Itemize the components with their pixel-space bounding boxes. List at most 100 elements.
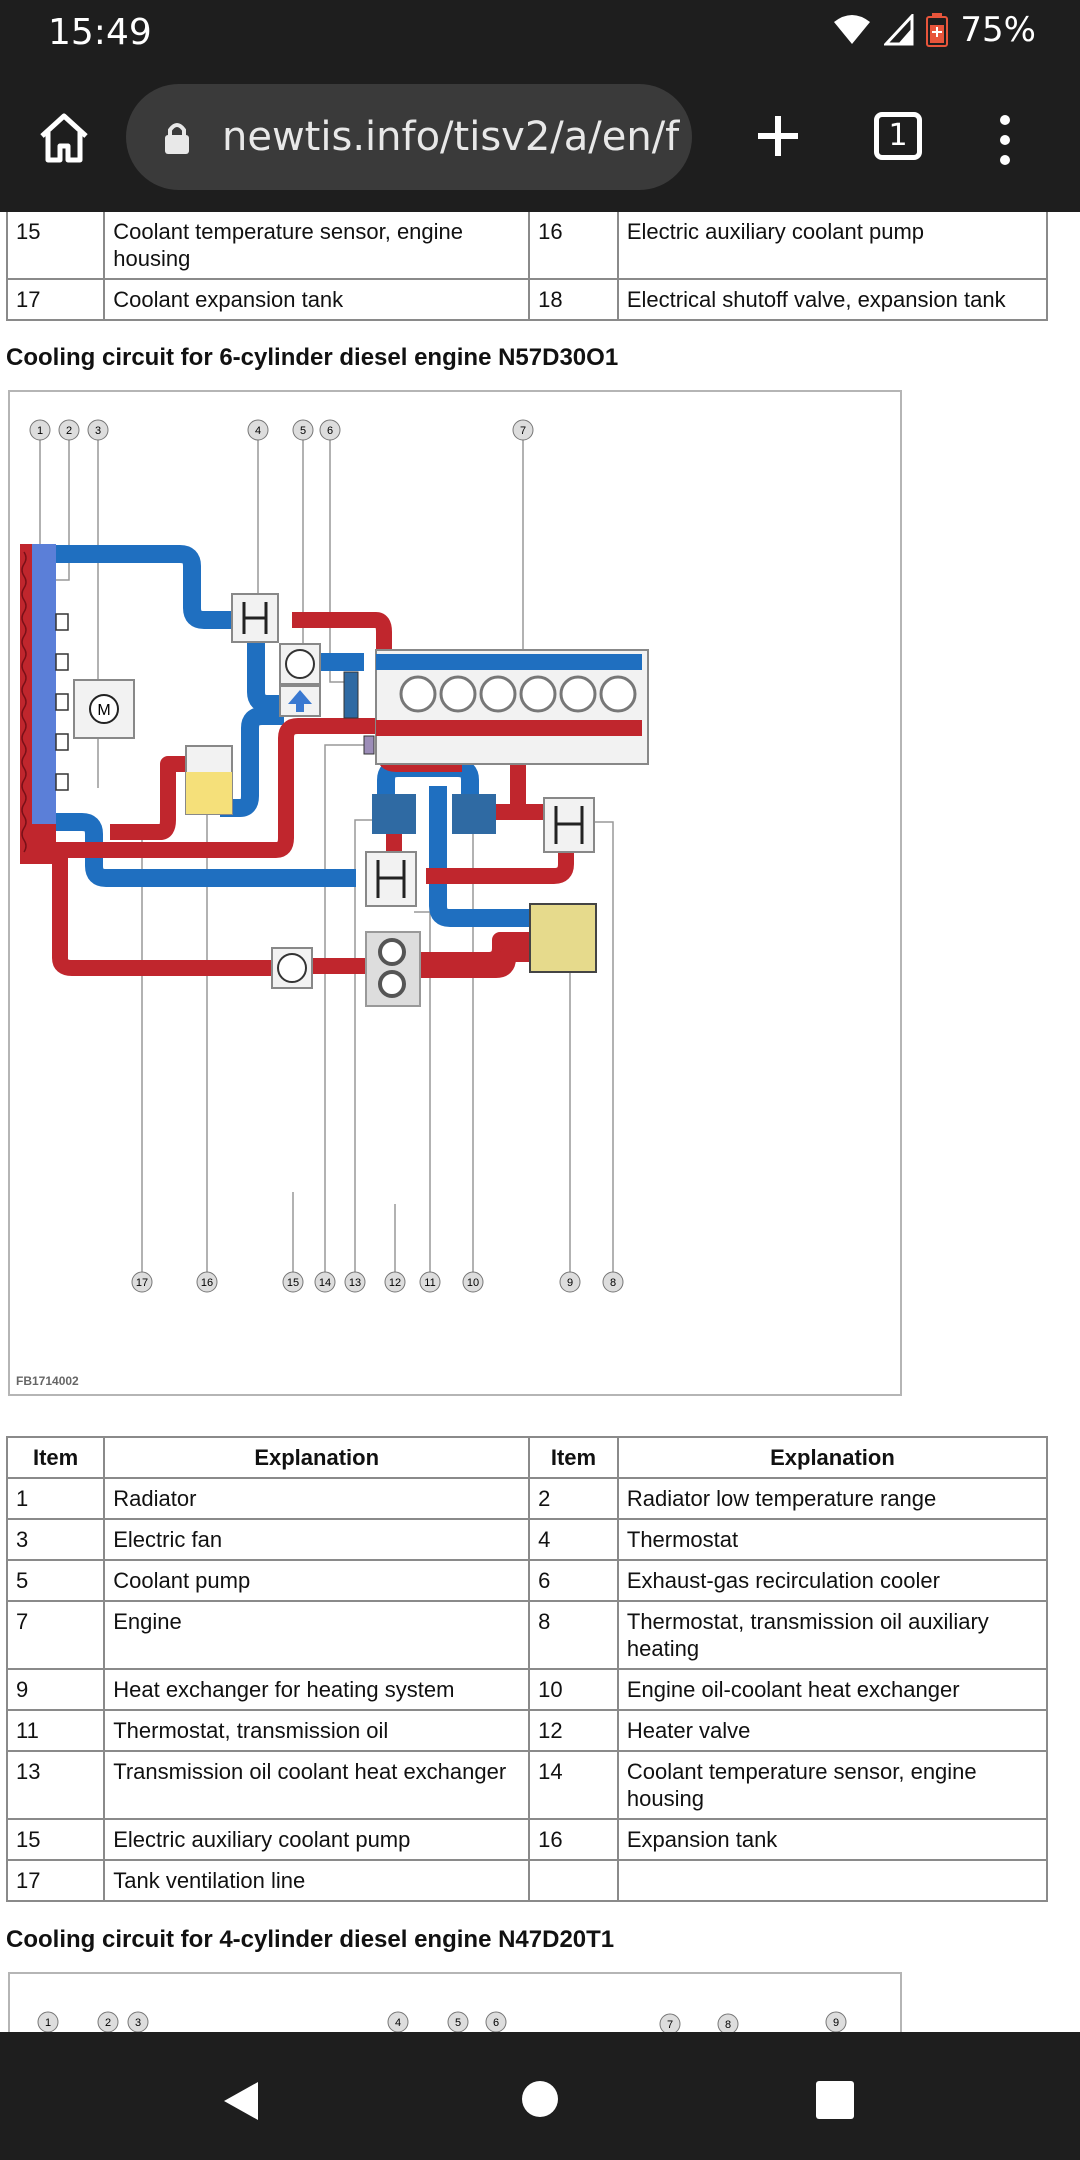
table-cell: Engine	[103, 1600, 531, 1670]
page-content: 15 Coolant temperature sensor, engine ho…	[0, 212, 1080, 2032]
svg-text:2: 2	[66, 425, 72, 437]
svg-text:5: 5	[455, 2017, 461, 2029]
table-cell: 5	[5, 1559, 106, 1602]
diagram-svg: M	[20, 419, 649, 1293]
table-cell: Thermostat	[616, 1518, 1049, 1561]
callout-2: 2	[58, 419, 80, 441]
column-header: Explanation	[616, 1436, 1049, 1479]
cooling-circuit-diagram[interactable]: M	[8, 390, 902, 1396]
table-row: 15 Coolant temperature sensor, engine ho…	[5, 212, 1049, 280]
table-cell: Radiator	[103, 1477, 531, 1520]
svg-text:4: 4	[395, 2017, 401, 2029]
table-cell: 7	[5, 1600, 106, 1670]
svg-text:10: 10	[467, 1277, 479, 1289]
svg-text:12: 12	[389, 1277, 401, 1289]
svg-text:6: 6	[327, 425, 333, 437]
callout-16: 16	[196, 1271, 218, 1293]
table-cell: Coolant temperature sensor, engine housi…	[103, 212, 531, 280]
svg-text:2: 2	[105, 2017, 111, 2029]
table-header-row: Item Explanation Item Explanation	[5, 1436, 1049, 1479]
svg-text:3: 3	[135, 2017, 141, 2029]
svg-text:9: 9	[567, 1277, 573, 1289]
callout-3: 3	[127, 2011, 149, 2032]
table-cell	[616, 1859, 1049, 1902]
table-cell: Electrical shutoff valve, expansion tank	[616, 278, 1049, 321]
callout-1: 1	[29, 419, 51, 441]
callout-8: 8	[602, 1271, 624, 1293]
callout-11: 11	[419, 1271, 441, 1293]
table-cell: 12	[528, 1709, 619, 1752]
callout-3: 3	[87, 419, 109, 441]
svg-text:4: 4	[255, 425, 261, 437]
callout-6: 6	[485, 2011, 507, 2032]
callout-6: 6	[319, 419, 341, 441]
callout-10: 10	[462, 1271, 484, 1293]
table-cell: Exhaust-gas recirculation cooler	[616, 1559, 1049, 1602]
callout-9: 9	[559, 1271, 581, 1293]
status-time: 15:49	[48, 12, 152, 53]
callout-13: 13	[344, 1271, 366, 1293]
wifi-icon	[834, 15, 871, 44]
svg-text:8: 8	[610, 1277, 616, 1289]
svg-text:7: 7	[520, 425, 526, 437]
callout-2: 2	[97, 2011, 119, 2032]
table-cell: Transmission oil coolant heat exchanger	[103, 1750, 531, 1820]
svg-text:8: 8	[725, 2019, 731, 2031]
table-cell: 1	[5, 1477, 106, 1520]
url-bar[interactable]: newtis.info/tisv2/a/en/f	[126, 84, 692, 190]
menu-icon[interactable]	[990, 110, 1020, 170]
svg-text:9: 9	[833, 2017, 839, 2029]
table-cell: Electric auxiliary coolant pump	[103, 1818, 531, 1861]
tabs-icon[interactable]: 1	[874, 112, 922, 160]
battery-percent: 75%	[960, 10, 1036, 50]
table-cell: Heat exchanger for heating system	[103, 1668, 531, 1711]
plus-icon[interactable]	[748, 106, 808, 166]
callout-17: 17	[131, 1271, 153, 1293]
svg-text:M: M	[97, 702, 110, 719]
callout-14: 14	[314, 1271, 336, 1293]
table-cell: 17	[5, 278, 106, 321]
table-cell: 9	[5, 1668, 106, 1711]
recents-icon[interactable]	[815, 2080, 855, 2120]
table-cell: Electric auxiliary coolant pump	[616, 212, 1049, 280]
column-header: Item	[528, 1436, 619, 1479]
table-cell: 2	[528, 1477, 619, 1520]
back-icon[interactable]	[218, 2078, 264, 2124]
table-cell: 13	[5, 1750, 106, 1820]
svg-text:1: 1	[45, 2017, 51, 2029]
battery-icon	[926, 13, 949, 47]
table-cell: Radiator low temperature range	[616, 1477, 1049, 1520]
cooling-circuit-diagram-n47[interactable]: 1 2 3 4 5 6 7 8 9	[8, 1972, 902, 2032]
table-row: 17 Coolant expansion tank 18 Electrical …	[5, 278, 1049, 321]
table-cell: 6	[528, 1559, 619, 1602]
svg-text:17: 17	[136, 1277, 148, 1289]
table-cell: 16	[528, 1818, 619, 1861]
svg-text:3: 3	[95, 425, 101, 437]
diagram-svg-n47: 1 2 3 4 5 6 7 8 9	[37, 2011, 847, 2032]
lock-icon	[165, 123, 189, 154]
table-cell: Thermostat, transmission oil auxiliary h…	[616, 1600, 1049, 1670]
table-cell: Coolant temperature sensor, engine housi…	[616, 1750, 1049, 1820]
home-icon[interactable]	[34, 108, 94, 168]
table-cell: 4	[528, 1518, 619, 1561]
signal-icon	[884, 14, 914, 46]
table-cell: Coolant expansion tank	[103, 278, 531, 321]
system-nav-bar	[0, 2032, 1080, 2160]
section-heading-n47: Cooling circuit for 4-cylinder diesel en…	[6, 1926, 615, 1953]
home-circle-icon[interactable]	[521, 2080, 559, 2118]
svg-text:5: 5	[300, 425, 306, 437]
svg-text:14: 14	[319, 1277, 331, 1289]
callout-4: 4	[247, 419, 269, 441]
callout-1: 1	[37, 2011, 59, 2032]
table-cell	[528, 1859, 619, 1902]
table-cell: 15	[5, 1818, 106, 1861]
column-header: Item	[5, 1436, 106, 1479]
